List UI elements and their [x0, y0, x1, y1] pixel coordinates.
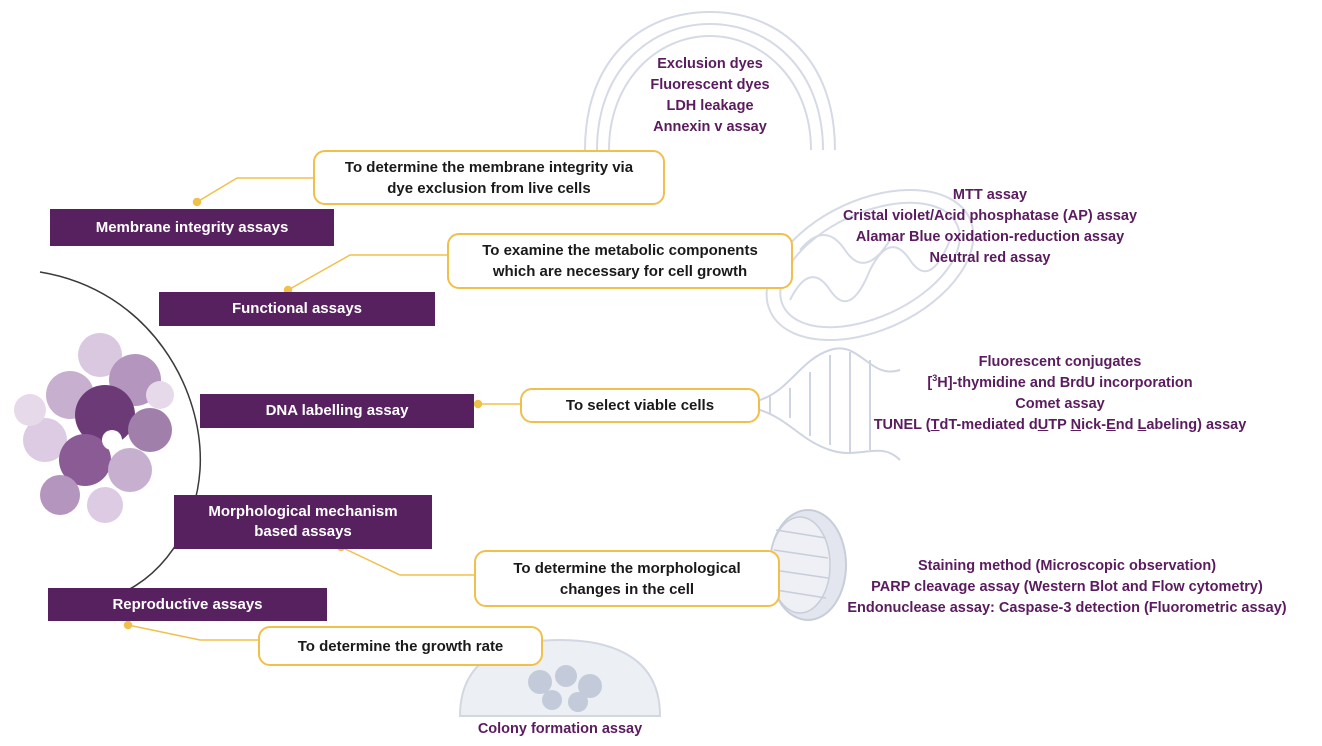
method-item: Comet assay — [1015, 396, 1105, 412]
method-item: Endonuclease assay: Caspase-3 detection … — [847, 600, 1287, 616]
method-item: Alamar Blue oxidation-reduction assay — [855, 229, 1125, 245]
connectors — [123, 177, 521, 641]
method-item: TUNEL (TdT-mediated dUTP Nick-End Labeli… — [873, 417, 1247, 433]
method-item: [3H]-thymidine and BrdU incorporation — [927, 373, 1193, 391]
dna-helix-icon — [759, 347, 901, 461]
assay-box-morphological: Morphological mechanism based assays — [174, 495, 432, 549]
method-item: Annexin v assay — [653, 119, 767, 135]
method-item: MTT assay — [952, 187, 1028, 203]
purpose-box-membrane-integrity: To determine the membrane integrity via … — [313, 150, 665, 205]
methods-reproductive: Colony formation assay — [440, 719, 680, 740]
assay-box-membrane-integrity: Membrane integrity assays — [50, 209, 334, 246]
method-item: Neutral red assay — [929, 250, 1051, 266]
method-item: Cristal violet/Acid phosphatase (AP) ass… — [842, 208, 1138, 224]
purpose-box-dna-labelling: To select viable cells — [520, 388, 760, 423]
methods-morphological: Staining method (Microscopic observation… — [812, 556, 1322, 619]
mitochondrion-icon — [765, 188, 975, 342]
purpose-box-morphological: To determine the morphological changes i… — [474, 550, 780, 607]
method-item: Exclusion dyes — [657, 56, 763, 72]
methods-dna-labelling: Fluorescent conjugates [3H]-thymidine an… — [830, 352, 1290, 436]
cell-cluster-icon — [14, 271, 202, 601]
purpose-box-reproductive: To determine the growth rate — [258, 626, 543, 666]
method-item: Fluorescent dyes — [650, 77, 770, 93]
method-item: LDH leakage — [666, 98, 754, 114]
methods-functional: MTT assay Cristal violet/Acid phosphatas… — [780, 185, 1200, 269]
method-item: Colony formation assay — [477, 721, 643, 737]
assay-box-functional: Functional assays — [159, 292, 435, 326]
methods-membrane-integrity: Exclusion dyes Fluorescent dyes LDH leak… — [590, 54, 830, 138]
assay-box-reproductive: Reproductive assays — [48, 588, 327, 621]
assay-box-dna-labelling: DNA labelling assay — [200, 394, 474, 428]
purpose-box-functional: To examine the metabolic components whic… — [447, 233, 793, 289]
cell-membrane-icon — [584, 10, 836, 151]
method-item: Staining method (Microscopic observation… — [917, 558, 1217, 574]
method-item: PARP cleavage assay (Western Blot and Fl… — [871, 579, 1263, 595]
method-item: Fluorescent conjugates — [978, 354, 1142, 370]
